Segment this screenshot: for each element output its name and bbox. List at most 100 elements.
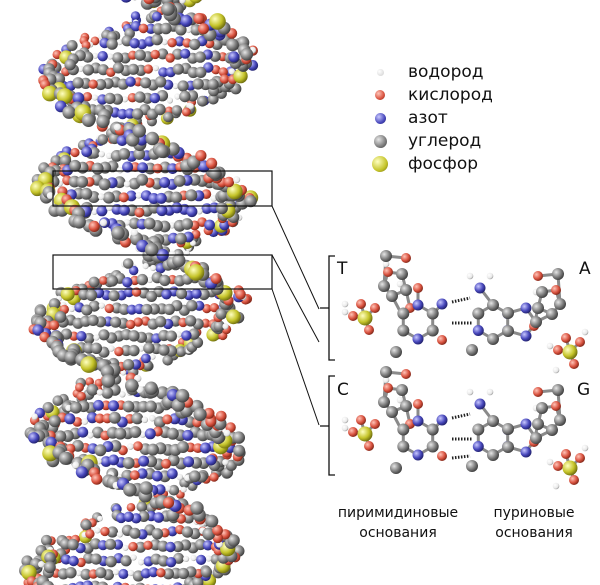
base-label-adenine: A — [579, 259, 591, 279]
oxygen-atom — [575, 337, 585, 347]
oxygen-atom — [131, 287, 142, 297]
hydrogen-atom — [581, 328, 589, 336]
nitrogen-atom — [412, 415, 424, 427]
nitrogen-atom — [173, 582, 183, 585]
hydrogen-atom — [68, 305, 75, 313]
hydrogen-atom — [382, 260, 390, 268]
phosphorus-atom — [42, 85, 58, 102]
nitrogen-atom — [76, 331, 87, 342]
base-label-thymine: T — [337, 259, 348, 279]
carbon-atom — [397, 423, 410, 436]
legend-item-phosphorus: фосфор — [372, 153, 478, 175]
nitrogen-atom — [520, 330, 532, 342]
carbon-atom — [101, 374, 116, 388]
carbon-atom — [487, 299, 499, 311]
carbon-atom — [128, 344, 140, 357]
carbon-atom — [140, 77, 152, 89]
carbon-atom — [72, 77, 84, 89]
carbon-atom — [85, 289, 98, 301]
carbon-atom — [53, 72, 66, 85]
carbon-atom — [227, 534, 240, 547]
legend-item-oxygen: кислород — [372, 84, 493, 106]
phosphorus-atom — [226, 183, 243, 200]
oxygen-atom — [205, 416, 217, 428]
hydrogen-atom — [38, 561, 45, 568]
oxygen-atom — [210, 273, 222, 284]
nitrogen-atom — [121, 0, 132, 3]
carbon-atom — [192, 78, 204, 90]
nitrogen-atom — [174, 36, 185, 47]
carbon-atom — [386, 406, 398, 418]
carbon-atom — [43, 561, 56, 574]
oxygen-atom — [569, 475, 579, 485]
hydrogen-atom — [179, 0, 186, 4]
hydrogen-atom — [130, 228, 139, 237]
carbon-atom — [143, 217, 156, 230]
carbon-atom — [54, 430, 67, 443]
carbon-atom — [122, 400, 135, 413]
carbon-atom — [72, 215, 86, 229]
nitrogen-atom — [520, 302, 532, 314]
oxygen-atom — [128, 541, 138, 552]
nitrogen-atom — [125, 76, 136, 87]
oxygen-atom — [206, 157, 218, 169]
oxygen-atom — [218, 67, 228, 77]
carbon-atom — [177, 567, 189, 580]
carbon-atom — [136, 173, 149, 186]
phosphorus-atom — [357, 426, 373, 442]
hydrogen-atom — [121, 96, 128, 103]
carbon-atom — [502, 307, 514, 319]
hydrogen-atom — [149, 414, 156, 422]
hydrogen-atom — [185, 26, 192, 34]
phosphorus-atom — [233, 68, 248, 84]
carbon-atom — [160, 22, 172, 35]
nitrogen-atom — [165, 557, 177, 568]
carbon-atom — [157, 48, 169, 60]
hydrogen-atom — [91, 208, 98, 215]
hydrogen-atom — [233, 176, 241, 184]
hydrogen-atom — [98, 193, 105, 200]
nitrogen-atom — [204, 219, 216, 231]
oxygen-atom — [364, 441, 374, 451]
carbon-atom — [81, 113, 96, 128]
carbon-atom — [129, 527, 141, 539]
hydrogen-atom — [127, 569, 134, 577]
phosphorus-atom — [357, 310, 373, 326]
carbon-atom — [42, 402, 54, 414]
carbon-atom — [112, 52, 124, 64]
nitrogen-atom — [138, 455, 150, 467]
nitrogen-atom — [228, 51, 240, 63]
hydrogen-atom — [382, 376, 390, 384]
hydrogen-atom — [581, 444, 589, 452]
hydrogen-atom — [223, 429, 231, 437]
nitrogen-atom — [112, 581, 123, 585]
caption-line: основания — [359, 525, 437, 541]
carbon-atom — [65, 567, 77, 579]
carbon-atom — [207, 78, 219, 90]
carbon-atom — [133, 148, 146, 160]
carbon-atom — [466, 344, 478, 356]
hydrogen-atom — [136, 386, 144, 394]
nitrogen-atom — [126, 304, 137, 315]
oxygen-atom — [133, 441, 143, 452]
hydrogen-atom — [150, 354, 156, 360]
carbon-atom — [97, 581, 108, 585]
phosphorus-atom — [187, 264, 205, 281]
oxygen-atom — [348, 427, 358, 437]
carbon-atom — [172, 63, 184, 75]
carbon-atom — [170, 191, 183, 204]
carbon-atom — [185, 189, 198, 202]
oxygen-atom — [104, 303, 115, 314]
nitrogen-atom — [472, 325, 484, 336]
nitrogen-atom — [64, 413, 76, 425]
caption-line: пиримидиновые — [337, 505, 459, 521]
hydrogen-atom — [166, 97, 173, 104]
carbon-atom — [397, 324, 410, 337]
oxygen-atom — [561, 333, 571, 343]
oxygen-atom — [569, 359, 579, 369]
base-label-guanine: G — [577, 380, 591, 400]
connector-line — [271, 205, 320, 310]
carbon-atom — [208, 166, 222, 180]
carbon-atom — [184, 315, 197, 327]
